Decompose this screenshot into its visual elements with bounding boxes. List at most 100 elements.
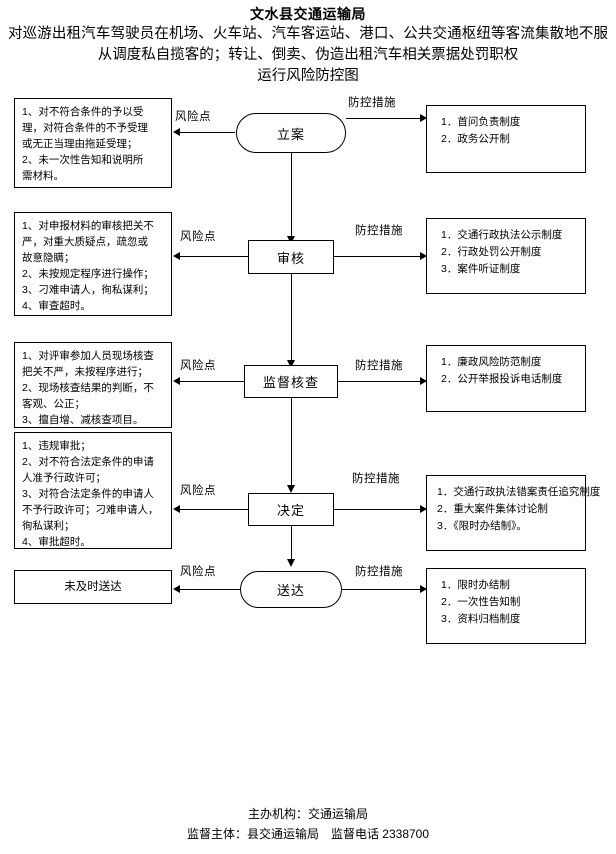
risk-connector-3: [180, 381, 246, 382]
measure-4-line-3: 3．《限时办结制》。: [437, 520, 527, 532]
flow-node-2[interactable]: 审核: [248, 240, 334, 274]
measure-arrow-5: [420, 585, 427, 593]
risk-point-label-5: 风险点: [180, 566, 216, 578]
flow-node-5[interactable]: 送达: [240, 571, 342, 608]
control-measure-label-4: 防控措施: [352, 473, 400, 485]
risk-4-line-3: 人准予行政许可；: [22, 472, 106, 484]
risk-3-line-3: 2、现场核查结果的判断，不: [22, 382, 154, 394]
control-measure-label-3: 防控措施: [355, 360, 403, 372]
risk-point-label-4: 风险点: [180, 485, 216, 497]
control-measure-label-5: 防控措施: [355, 566, 403, 578]
risk-arrow-2: [173, 252, 180, 260]
measure-box-5: 1．限时办结制 2．一次性告知制 3．资料归档制度: [426, 568, 586, 644]
measure-3-line-1: 1．廉政风险防范制度: [441, 356, 542, 368]
risk-arrow-1: [173, 128, 180, 136]
risk-3-line-2: 把关不严，未按程序进行；: [22, 366, 148, 378]
risk-point-label-1: 风险点: [175, 111, 211, 123]
risk-2-line-1: 1、对申报材料的审核把关不: [22, 220, 154, 232]
risk-arrow-3: [173, 377, 180, 385]
flow-node-5-label: 送达: [276, 583, 305, 598]
footer-supervisor: 监督主体：县交通运输局 监督电话 2338700: [186, 827, 430, 841]
subtitle-line-3: 运行风险防控图: [257, 68, 359, 84]
flow-node-3-label: 监督核查: [262, 375, 319, 390]
risk-4-line-2: 2、对不符合法定条件的申请: [22, 456, 154, 468]
risk-connector-2: [180, 256, 250, 257]
measure-5-line-1: 1．限时办结制: [441, 579, 510, 591]
risk-2-line-6: 4、审查超时。: [22, 300, 91, 312]
risk-4-line-7: 4、审批超时。: [22, 536, 91, 548]
measure-connector-1: [346, 118, 426, 119]
flow-arrow-2-3: [287, 360, 295, 368]
risk-3-line-4: 客观、公正；: [22, 398, 85, 410]
measure-arrow-1: [420, 114, 427, 122]
flow-node-4[interactable]: 决定: [248, 493, 334, 526]
risk-box-3: 1、对评审参加人员现场核查 把关不严，未按程序进行； 2、现场核查结果的判断，不…: [14, 342, 172, 428]
risk-box-1: 1、对不符合条件的予以受 理，对符合条件的不予受理 或无正当理由拖延受理； 2、…: [14, 98, 172, 188]
risk-arrow-5: [173, 585, 180, 593]
flow-connector-3-4: [291, 398, 292, 487]
footer-organizer: 主办机构：交通运输局: [247, 807, 368, 821]
measure-arrow-3: [420, 377, 427, 385]
flow-node-2-label: 审核: [276, 250, 305, 266]
risk-2-line-5: 3、刁难申请人，徇私谋利；: [22, 284, 154, 296]
risk-5-line-1: 未及时送达: [64, 581, 122, 593]
risk-connector-1: [180, 132, 235, 133]
measure-4-line-1: 1．交通行政执法错案责任追究制度: [437, 486, 601, 498]
measure-box-1: 1．首问负责制度 2．政务公开制: [426, 105, 586, 173]
flow-node-1-label: 立案: [276, 126, 305, 142]
risk-connector-5: [180, 589, 242, 590]
measure-2-line-1: 1．交通行政执法公示制度: [441, 229, 563, 241]
page-subtitle: 对巡游出租汽车驾驶员在机场、火车站、汽车客运站、港口、公共交通枢纽等客流集散地不…: [0, 24, 616, 87]
risk-connector-4: [180, 509, 250, 510]
subtitle-line-2: 流集散地不服从调度私自揽客的；转让、倒卖、伪造出租汽车相关票据处罚职权: [97, 26, 608, 63]
measure-arrow-2: [420, 252, 427, 260]
risk-2-line-2: 严，对重大质疑点，疏忽或: [22, 236, 148, 248]
risk-1-line-4: 2、未一次性告知和说明所: [22, 154, 144, 166]
risk-3-line-1: 1、对评审参加人员现场核查: [22, 350, 154, 362]
risk-3-line-5: 3、擅自增、减核查项目。: [22, 414, 144, 426]
measure-box-4: 1．交通行政执法错案责任追究制度 2．重大案件集体讨论制 3．《限时办结制》。: [426, 475, 601, 551]
flow-node-1[interactable]: 立案: [236, 113, 346, 153]
measure-connector-2: [334, 256, 426, 257]
subtitle-line-1: 对巡游出租汽车驾驶员在机场、火车站、汽车客运站、港口、公共交通枢纽等客: [8, 26, 521, 42]
risk-4-line-4: 3、对符合法定条件的申请人: [22, 488, 154, 500]
flow-arrow-3-4: [287, 485, 295, 493]
measure-5-line-3: 3．资料归档制度: [441, 613, 521, 625]
measure-4-line-2: 2．重大案件集体讨论制: [437, 503, 548, 515]
measure-2-line-3: 3．案件听证制度: [441, 263, 521, 275]
risk-4-line-6: 徇私谋利；: [22, 520, 75, 532]
measure-2-line-2: 2．行政处罚公开制度: [441, 246, 542, 258]
risk-1-line-1: 1、对不符合条件的予以受: [22, 106, 144, 118]
risk-1-line-2: 理，对符合条件的不予受理: [22, 122, 148, 134]
risk-4-line-5: 不予行政许可；刁难申请人，: [22, 504, 159, 516]
measure-box-3: 1．廉政风险防范制度 2．公开举报投诉电话制度: [426, 345, 586, 412]
flow-node-3[interactable]: 监督核查: [244, 365, 338, 398]
flow-connector-1-2: [291, 153, 292, 238]
measure-arrow-4: [420, 505, 427, 513]
measure-1-line-2: 2．政务公开制: [441, 133, 510, 145]
measure-1-line-1: 1．首问负责制度: [441, 116, 521, 128]
document-footer: 主办机构：交通运输局 监督主体：县交通运输局 监督电话 2338700: [0, 804, 616, 844]
risk-point-label-2: 风险点: [180, 231, 216, 243]
risk-1-line-3: 或无正当理由拖延受理；: [22, 138, 138, 150]
risk-2-line-4: 2、未按规定程序进行操作；: [22, 268, 154, 280]
flow-node-4-label: 决定: [276, 503, 305, 518]
measure-3-line-2: 2．公开举报投诉电话制度: [441, 373, 563, 385]
risk-box-2: 1、对申报材料的审核把关不 严，对重大质疑点，疏忽或 故意隐瞒； 2、未按规定程…: [14, 212, 172, 316]
flow-connector-4-5: [291, 526, 292, 561]
control-measure-label-1: 防控措施: [348, 97, 396, 109]
document-header: 文水县交通运输局 对巡游出租汽车驾驶员在机场、火车站、汽车客运站、港口、公共交通…: [0, 4, 616, 87]
risk-1-line-5: 需材料。: [22, 170, 64, 182]
flow-connector-2-3: [291, 274, 292, 362]
risk-point-label-3: 风险点: [180, 360, 216, 372]
measure-connector-4: [334, 509, 426, 510]
risk-2-line-3: 故意隐瞒；: [22, 252, 75, 264]
risk-box-5: 未及时送达: [14, 570, 172, 604]
risk-arrow-4: [173, 505, 180, 513]
flow-arrow-4-5: [287, 559, 295, 567]
risk-4-line-1: 1、违规审批；: [22, 440, 91, 452]
measure-box-2: 1．交通行政执法公示制度 2．行政处罚公开制度 3．案件听证制度: [426, 218, 586, 294]
measure-5-line-2: 2．一次性告知制: [441, 596, 521, 608]
risk-box-4: 1、违规审批； 2、对不符合法定条件的申请 人准予行政许可； 3、对符合法定条件…: [14, 432, 172, 549]
control-measure-label-2: 防控措施: [355, 225, 403, 237]
